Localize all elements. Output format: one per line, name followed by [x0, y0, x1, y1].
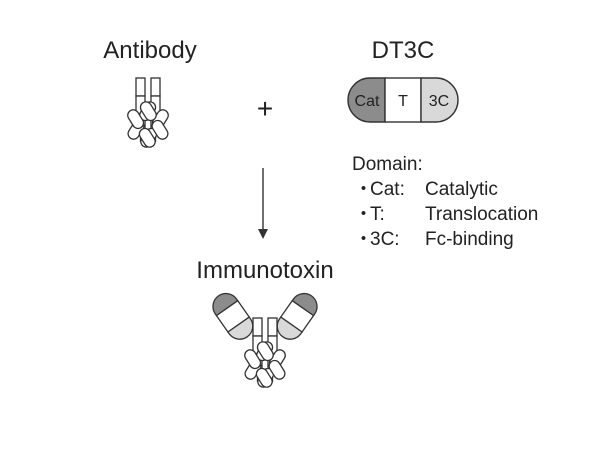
- dt3c-label: DT3C: [372, 37, 435, 64]
- legend-bullet: ・: [354, 229, 373, 250]
- legend-key-cat: Cat:: [370, 179, 405, 200]
- legend-key-3c: 3C:: [370, 229, 400, 250]
- dt3c-t-text: T: [398, 93, 408, 110]
- domain-legend: Domain: ・ Cat: Catalytic ・ T: Translocat…: [352, 154, 538, 250]
- antibody-icon: [125, 77, 171, 150]
- dt3c-segment-cat: [347, 77, 386, 123]
- dt3c-cat-text: Cat: [355, 93, 380, 110]
- dt3c-segment-3c: [420, 77, 459, 123]
- legend-value-cat: Catalytic: [425, 179, 498, 200]
- immunotoxin-icon: [212, 292, 318, 390]
- dt3c-capsule: Cat T 3C: [347, 77, 459, 123]
- legend-value-3c: Fc-binding: [425, 229, 514, 250]
- legend-bullet: ・: [354, 204, 373, 225]
- legend-bullet: ・: [354, 179, 373, 200]
- legend-value-t: Translocation: [425, 204, 538, 225]
- plus-sign: +: [257, 93, 273, 124]
- dt3c-3c-text: 3C: [429, 93, 449, 110]
- down-arrow-icon: [258, 168, 268, 239]
- antibody-label: Antibody: [103, 37, 196, 64]
- legend-heading: Domain:: [352, 154, 423, 175]
- legend-key-t: T:: [370, 204, 385, 225]
- immunotoxin-label: Immunotoxin: [196, 257, 333, 284]
